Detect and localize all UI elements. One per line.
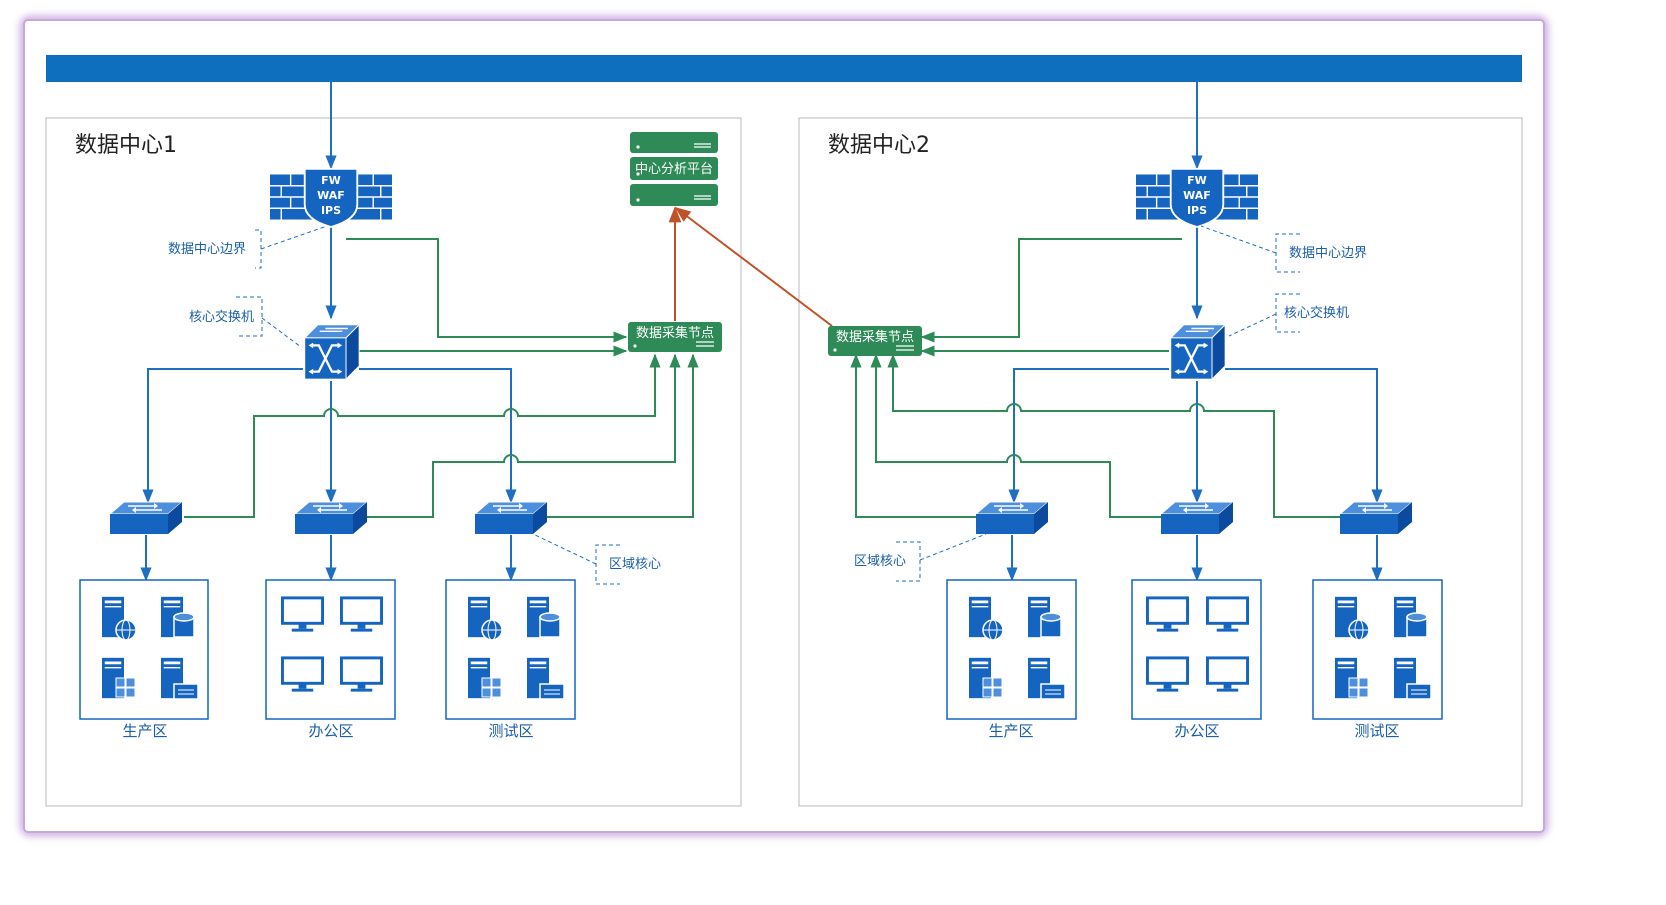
dc1-collector-label: 数据采集节点 — [636, 325, 714, 341]
dc1-boundary-label: 数据中心边界 — [168, 242, 246, 257]
dc2-region-core-label: 区域核心 — [854, 554, 906, 569]
firewall-label-fw: FW — [321, 174, 341, 187]
data-center-2-frame — [798, 117, 1523, 807]
dc1-green-links — [184, 238, 699, 518]
web-server-icon — [468, 596, 503, 641]
dc2-access-switch-production[interactable] — [975, 501, 1049, 535]
dc2-access-switch-test[interactable] — [1339, 501, 1413, 535]
windows-server-icon — [102, 657, 136, 699]
dc2-zone-test[interactable] — [1312, 579, 1443, 720]
database-server-icon — [527, 596, 561, 638]
database-server-icon — [1028, 596, 1062, 638]
database-server-icon — [161, 596, 195, 638]
dc2-region-core-callout: 区域核心 — [854, 533, 987, 582]
dc2-core-switch-callout: 核心交换机 — [1228, 293, 1349, 337]
dc1-core-switch-icon[interactable] — [303, 323, 361, 381]
dc2-zone-office-label: 办公区 — [1174, 722, 1219, 740]
dc1-access-switch-office[interactable] — [294, 501, 368, 535]
windows-server-icon — [969, 657, 1003, 699]
firewall-label-fw: FW — [1187, 174, 1207, 187]
dc1-access-switch-test[interactable] — [474, 501, 548, 535]
dc1-region-core-label: 区域核心 — [609, 557, 661, 572]
dc1-collector-node[interactable]: 数据采集节点 — [628, 322, 722, 352]
dc2-zone-office[interactable] — [1131, 579, 1262, 720]
dc1-zone-production[interactable] — [79, 579, 209, 720]
dc2-boundary-callout: 数据中心边界 — [1200, 225, 1367, 273]
dc2-zone-production-label: 生产区 — [988, 722, 1033, 740]
analysis-platform-label: 中心分析平台 — [635, 162, 713, 177]
dc1-zone-test-label: 测试区 — [488, 722, 533, 740]
server-rack-icon — [630, 132, 718, 206]
app-server-icon — [1028, 657, 1066, 700]
dc1-blue-links — [140, 82, 517, 582]
analysis-platform[interactable]: 中心分析平台 — [630, 132, 718, 206]
dc1-boundary-callout: 数据中心边界 — [168, 225, 328, 269]
dc2-core-switch-icon[interactable] — [1169, 323, 1227, 381]
firewall-label-ips: IPS — [321, 204, 341, 217]
dc2-blue-links — [1006, 82, 1383, 582]
web-server-icon — [102, 596, 137, 641]
firewall-label-ips: IPS — [1187, 204, 1207, 217]
dc1-region-core-callout: 区域核心 — [532, 533, 661, 585]
database-server-icon — [1394, 596, 1428, 638]
windows-server-icon — [1335, 657, 1369, 699]
dc1-core-switch-label: 核心交换机 — [189, 309, 254, 325]
web-server-icon — [1335, 596, 1370, 641]
dc1-zone-test[interactable] — [445, 579, 576, 720]
web-server-icon — [969, 596, 1004, 641]
dc2-boundary-label: 数据中心边界 — [1289, 246, 1367, 261]
dc2-firewall[interactable]: FW WAF IPS — [1135, 167, 1259, 228]
dc2-green-links — [850, 238, 1340, 518]
collector-to-platform-link-dc2 — [674, 207, 833, 327]
dc1-zone-office-label: 办公区 — [308, 722, 353, 740]
data-center-2-title: 数据中心2 — [828, 133, 930, 158]
firewall-label-waf: WAF — [317, 189, 345, 202]
app-server-icon — [161, 657, 199, 700]
data-center-1-title: 数据中心1 — [75, 133, 177, 158]
dc1-firewall[interactable]: FW WAF IPS — [269, 167, 393, 228]
app-server-icon — [527, 657, 565, 700]
dc2-zone-test-label: 测试区 — [1354, 722, 1399, 740]
wan-bar — [46, 55, 1522, 82]
dc1-zone-production-label: 生产区 — [122, 722, 167, 740]
dc1-access-switch-production[interactable] — [109, 501, 183, 535]
dc2-zone-production[interactable] — [946, 579, 1077, 720]
windows-server-icon — [468, 657, 502, 699]
dc2-collector-node[interactable]: 数据采集节点 — [828, 326, 922, 356]
data-center-1-frame — [45, 117, 742, 807]
dc1-core-switch-callout: 核心交换机 — [189, 296, 302, 348]
dc2-core-switch-label: 核心交换机 — [1284, 305, 1349, 321]
dc2-access-switch-office[interactable] — [1160, 501, 1234, 535]
dc2-collector-label: 数据采集节点 — [836, 329, 914, 345]
app-server-icon — [1394, 657, 1432, 700]
firewall-label-waf: WAF — [1183, 189, 1211, 202]
dc1-zone-office[interactable] — [265, 579, 396, 720]
